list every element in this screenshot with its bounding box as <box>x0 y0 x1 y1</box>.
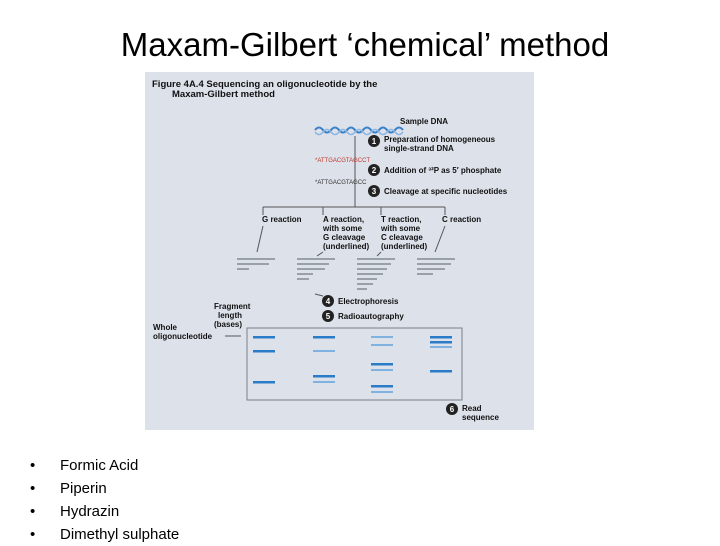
sequencing-figure: Figure 4A.4 Sequencing an oligonucleotid… <box>145 72 534 430</box>
step-3-circle <box>368 185 380 197</box>
figure-header-line2: Maxam-Gilbert method <box>172 89 275 100</box>
fragment-g-3 <box>237 268 249 270</box>
band-a-1 <box>313 336 335 339</box>
band-c-3 <box>430 346 452 348</box>
band-t-2 <box>371 344 393 346</box>
fragment-t-2 <box>357 263 391 265</box>
a-reaction-line2: with some <box>322 224 363 233</box>
fragment-c-3 <box>417 268 445 270</box>
fragment-g-2 <box>237 263 269 265</box>
gel-scale <box>241 330 244 396</box>
fragment-label-2: length <box>218 311 242 320</box>
step-5-circle <box>322 310 334 322</box>
fragment-c-4 <box>417 273 433 275</box>
t-reaction-line2: with some <box>380 224 421 233</box>
fragment-a-3 <box>297 268 325 270</box>
arrow-t <box>376 251 382 257</box>
step-1-line2: single-strand DNA <box>384 144 454 153</box>
figure-header-line1: Figure 4A.4 Sequencing an oligonucleotid… <box>152 79 377 90</box>
step-1-number: 1 <box>372 137 377 146</box>
band-g-2 <box>253 350 275 353</box>
fragment-t-3 <box>357 268 387 270</box>
bullet-marker: • <box>30 503 36 520</box>
step-2-circle <box>368 164 380 176</box>
step-6-line1: Read <box>462 404 482 413</box>
dna-squiggle-2 <box>314 128 404 136</box>
a-reaction-line3: G cleavage <box>323 233 366 242</box>
band-a-3 <box>313 375 335 378</box>
bullet-marker: • <box>30 457 36 474</box>
step-4-circle <box>322 295 334 307</box>
figure-diagram: Figure 4A.4 Sequencing an oligonucleotid… <box>152 79 508 422</box>
a-reaction-line1: A reaction, <box>323 215 364 224</box>
band-t-4 <box>371 369 393 371</box>
step-4-line1: Electrophoresis <box>338 297 399 306</box>
step-5-line1: Radioautography <box>338 312 404 321</box>
whole-label-1: Whole <box>153 323 178 332</box>
fragment-a-1 <box>297 258 335 260</box>
gel-scale-track <box>241 330 244 396</box>
fragment-t-4 <box>357 273 383 275</box>
arrow-to-step4 <box>314 293 324 297</box>
fragment-a-4 <box>297 273 313 275</box>
a-reaction-line4: (underlined) <box>323 242 370 251</box>
step-5-number: 5 <box>326 312 331 321</box>
unlabeled-sequence: *ATTGACGTAGCC <box>315 180 367 186</box>
step-1-line1: Preparation of homogeneous <box>384 135 496 144</box>
arrow-c <box>434 225 446 253</box>
fragment-label-1: Fragment <box>214 302 251 311</box>
arrow-g <box>256 225 264 253</box>
slide-title: Maxam-Gilbert ‘chemical’ method <box>120 26 610 63</box>
band-c-4 <box>430 370 452 373</box>
fragment-label-3: (bases) <box>214 320 242 329</box>
band-c-2 <box>430 341 452 344</box>
list-item-text: Dimethyl sulphate <box>60 526 180 543</box>
t-reaction-line1: T reaction, <box>381 215 421 224</box>
fragment-a-5 <box>297 278 309 280</box>
band-a-4 <box>313 381 335 383</box>
step-3-number: 3 <box>372 187 377 196</box>
fragment-t-7 <box>357 288 367 290</box>
g-reaction-label: G reaction <box>262 215 302 224</box>
fragment-c-2 <box>417 263 451 265</box>
step-2-number: 2 <box>372 166 377 175</box>
fragment-t-1 <box>357 258 395 260</box>
list-item-text: Hydrazin <box>60 503 120 520</box>
band-a-2 <box>313 350 335 352</box>
band-g-1 <box>253 336 275 339</box>
step-4-number: 4 <box>326 297 331 306</box>
band-g-3 <box>253 381 275 384</box>
t-reaction-line4: (underlined) <box>381 242 428 251</box>
bullet-marker: • <box>30 480 36 497</box>
bullet-marker: • <box>30 526 36 543</box>
fragment-t-5 <box>357 278 377 280</box>
list-item-text: Piperin <box>60 480 107 497</box>
sample-dna-label: Sample DNA <box>400 117 448 126</box>
step-6-circle <box>446 403 458 415</box>
list-item-text: Formic Acid <box>60 457 139 474</box>
band-t-3 <box>371 363 393 366</box>
t-reaction-line3: C cleavage <box>381 233 423 242</box>
labeled-sequence: *ATTGACGTAGCCT <box>315 158 370 164</box>
band-t-6 <box>371 391 393 393</box>
whole-label-2: oligonucleotide <box>153 332 213 341</box>
gel-box <box>246 327 463 401</box>
c-reaction-label: C reaction <box>442 215 481 224</box>
step-1-circle <box>368 135 380 147</box>
fragment-a-2 <box>297 263 329 265</box>
fragment-columns <box>237 258 455 290</box>
fragment-g-1 <box>237 258 275 260</box>
step-6-number: 6 <box>450 405 455 414</box>
band-c-1 <box>430 336 452 339</box>
step-6-line2: sequence <box>462 413 499 422</box>
step-3-line1: Cleavage at specific nucleotides <box>384 187 508 196</box>
arrow-a <box>316 251 324 257</box>
fragment-t-6 <box>357 283 373 285</box>
fragment-c-1 <box>417 258 455 260</box>
band-t-5 <box>371 385 393 388</box>
band-t-1 <box>371 336 393 338</box>
step-2-line1: Addition of ³²P as 5′ phosphate <box>384 166 502 175</box>
